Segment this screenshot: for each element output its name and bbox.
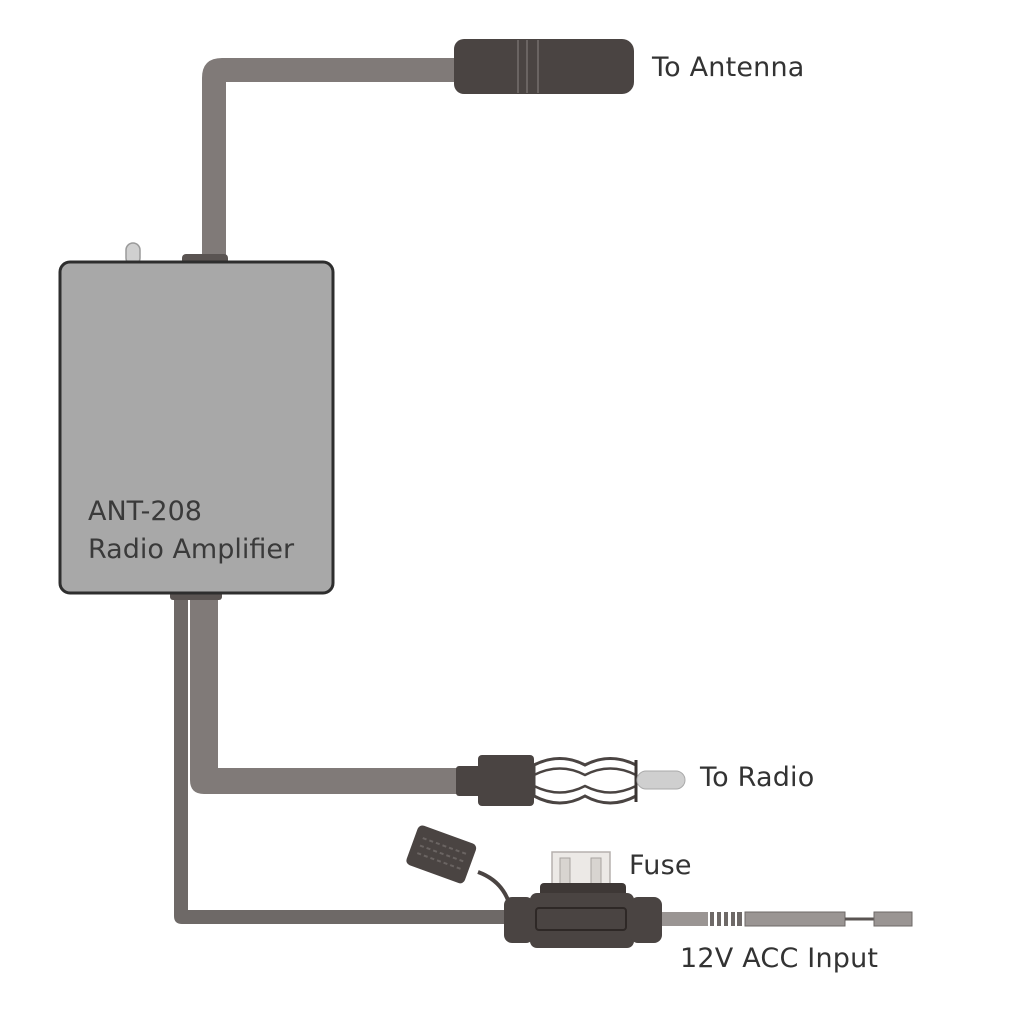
antenna-cable xyxy=(202,58,470,262)
device-name-label: Radio Amplifier xyxy=(88,534,295,565)
antenna-label: To Antenna xyxy=(652,52,805,83)
radio-cable xyxy=(190,594,466,794)
antenna-connector xyxy=(454,39,634,94)
fuse-cap xyxy=(406,825,510,901)
device-model-label: ANT-208 xyxy=(88,496,202,527)
fuse-blade xyxy=(551,851,611,887)
radio-connector xyxy=(456,755,686,806)
power-input-label: 12V ACC Input xyxy=(680,943,879,974)
fuse-label: Fuse xyxy=(629,850,692,881)
amplifier-box xyxy=(58,260,335,595)
fuse-holder xyxy=(504,883,662,948)
power-lead xyxy=(662,911,913,927)
radio-label: To Radio xyxy=(700,762,815,793)
